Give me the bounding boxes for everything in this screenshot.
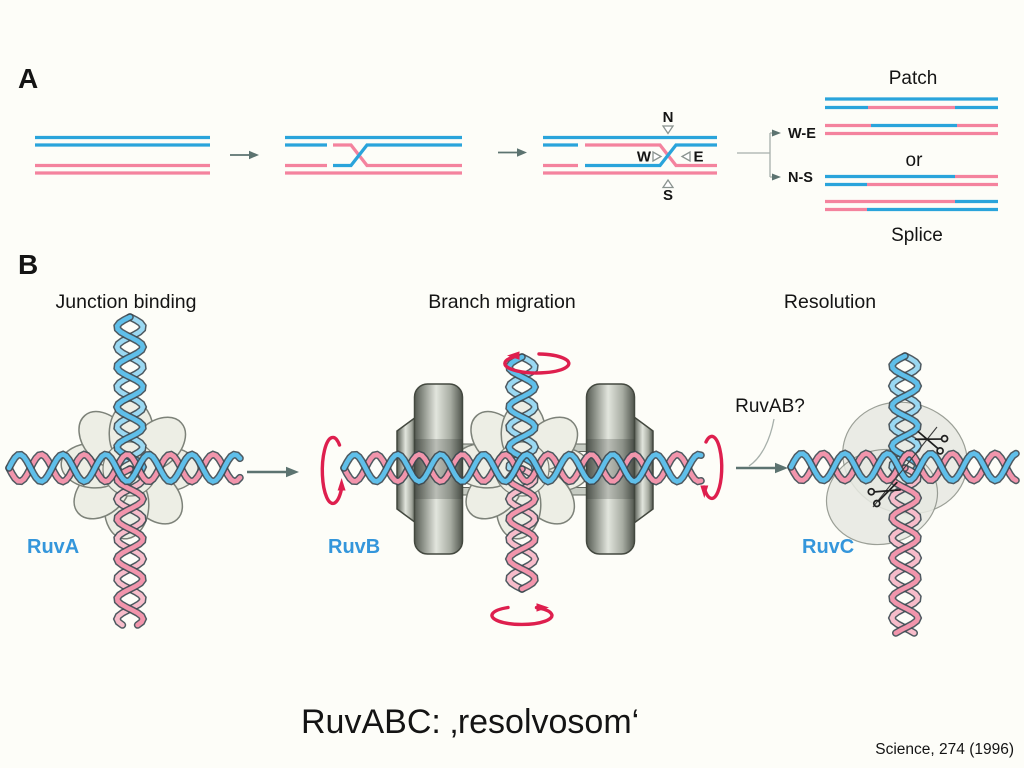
resolution-we-label: W-E <box>788 126 816 142</box>
duplex-exchange-early <box>285 135 462 175</box>
step-arrow-2 <box>498 148 527 157</box>
compass-east-label: E <box>694 149 704 166</box>
resolution-ns-label: N-S <box>788 170 813 186</box>
arrow-head <box>286 466 299 478</box>
arrow-head <box>772 129 781 137</box>
patch-products <box>825 97 998 136</box>
dna-helix-strand <box>6 451 243 485</box>
ruvb-barrel-left <box>396 383 464 555</box>
compass-east-triangle-icon <box>680 150 691 163</box>
panel-a: A <box>18 63 998 246</box>
dna-helix-strand <box>114 466 146 628</box>
ruvab-pointer-curve <box>748 418 775 467</box>
dna-helix-strand <box>788 450 1019 484</box>
slide-title: RuvABC: ‚resolvosom‘ <box>301 703 639 741</box>
rotation-arrow-head <box>700 485 709 498</box>
scissor-handle <box>867 487 876 496</box>
compass-south-label: S <box>663 187 673 204</box>
compass-west-label: W <box>637 149 652 166</box>
cut-axis-line <box>872 426 938 508</box>
dna-helix-strand <box>114 314 146 473</box>
barrel-body <box>585 383 636 555</box>
duplex-parental <box>35 135 210 175</box>
rotation-arrows <box>320 351 724 627</box>
dna-helix-strand <box>889 353 921 473</box>
rotation-arrow-bottom-icon <box>490 605 554 627</box>
holliday-junction: N S W E <box>543 109 717 204</box>
bracket-lines <box>737 132 772 178</box>
dna-helix-strand <box>889 465 921 636</box>
scissor-handle <box>940 434 949 443</box>
panel-b: B Junction binding Branch migration Reso… <box>5 249 1020 637</box>
scissors-icon <box>914 430 949 455</box>
arrow-head <box>775 462 788 474</box>
rotation-arrow-head <box>507 351 520 360</box>
dna-crossover-strand <box>585 143 717 168</box>
ruva-label: RuvA <box>27 536 79 558</box>
stage-arrow-2 <box>736 418 788 474</box>
rotation-arrow-head <box>337 478 346 491</box>
patch-label: Patch <box>889 68 938 89</box>
scissor-blades <box>873 481 902 502</box>
compass-north-triangle-icon <box>661 125 675 135</box>
barrel-body <box>413 383 464 555</box>
or-label: or <box>906 150 924 171</box>
arrow-head <box>517 148 527 157</box>
ruvc-cut-marks <box>867 426 949 508</box>
compass-south-triangle-icon <box>661 178 675 189</box>
panel-b-label: B <box>18 249 38 280</box>
ruvc-label: RuvC <box>802 536 854 558</box>
arrow-head <box>772 173 781 181</box>
stage-arrow-1 <box>247 466 299 478</box>
compass-north-label: N <box>663 109 674 126</box>
scissor-handle <box>936 447 944 455</box>
stage-title-branch-migration: Branch migration <box>428 291 575 313</box>
ruvb-label: RuvB <box>328 536 380 558</box>
citation: Science, 274 (1996) <box>875 741 1014 758</box>
step-arrow-1 <box>230 150 259 160</box>
splice-label: Splice <box>891 225 943 246</box>
rotation-arrow-right-icon <box>702 434 724 501</box>
rotation-arrow-left-icon <box>320 435 344 506</box>
scissors-icon <box>867 481 902 508</box>
dna-helix-strand <box>889 465 921 636</box>
dna-helices <box>5 313 1020 637</box>
dna-helix-strand <box>341 451 704 485</box>
resolution-bracket: W-E N-S <box>737 126 816 186</box>
stage-title-junction-binding: Junction binding <box>56 291 197 313</box>
rotation-arrow-head <box>536 603 549 612</box>
rotation-arrow-top-icon <box>503 352 571 375</box>
splice-products <box>825 174 998 212</box>
dna-helix-strand <box>788 450 1019 484</box>
dna-helix-strand <box>114 314 146 473</box>
dna-helix-strand <box>506 466 538 592</box>
scissor-handle <box>872 499 881 508</box>
arrow-head <box>249 150 259 160</box>
dna-helix-strand <box>506 354 538 471</box>
dna-crossover-strand <box>333 143 462 168</box>
ruvab-question-label: RuvAB? <box>735 396 805 417</box>
compass-west-triangle-icon <box>652 150 663 163</box>
stage-title-resolution: Resolution <box>784 291 876 313</box>
panel-a-label: A <box>18 63 38 94</box>
dna-helix-strand <box>341 451 704 485</box>
scissor-blades <box>914 430 943 450</box>
